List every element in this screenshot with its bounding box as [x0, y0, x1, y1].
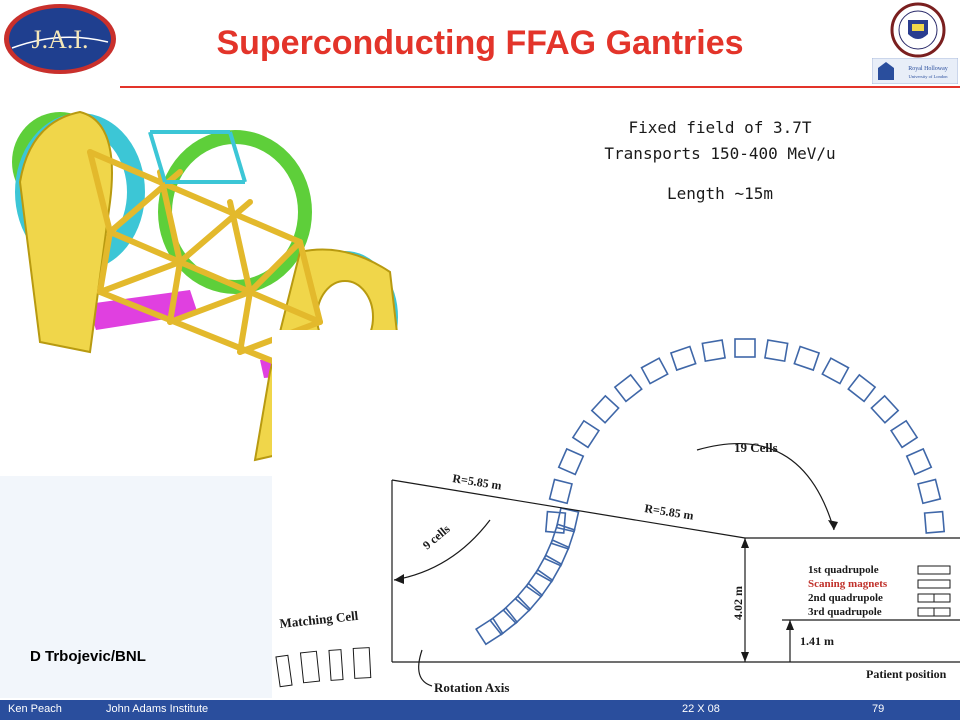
- magnet-cell: [557, 447, 585, 476]
- legend-item-4: 3rd quadrupole: [808, 606, 882, 618]
- rhul-logo-name: Royal Holloway: [908, 66, 948, 72]
- magnet-cell: [821, 357, 850, 385]
- magnet-cell: [543, 539, 570, 567]
- slide-title: Superconducting FFAG Gantries: [216, 24, 744, 62]
- rhul-logo-sub: University of London: [909, 74, 949, 79]
- magnet-cell: [502, 595, 532, 625]
- jai-logo-text: J.A.I.: [31, 25, 88, 54]
- field-strength-text: Fixed field of 3.7T: [628, 118, 812, 137]
- magnet-cell: [640, 357, 669, 385]
- matching-cell-boxes: [275, 647, 372, 688]
- magnet-cell: [571, 419, 601, 449]
- legend-symbols: [917, 565, 951, 617]
- magnet-cell: [793, 345, 821, 372]
- gantry-schematic-diagram: 19 Cells R=5.85 m R=5.85 m 9 cells 4.02 …: [272, 330, 960, 698]
- magnet-cell: [525, 568, 554, 598]
- gantry-support-leg: [18, 110, 113, 354]
- offset-label: 1.41 m: [800, 634, 834, 648]
- magnet-cell: [734, 338, 756, 358]
- magnet-cell: [917, 478, 942, 505]
- oxford-crest-icon: [890, 2, 946, 58]
- legend-item-1: 1st quadrupole: [808, 564, 879, 576]
- rotation-axis-label: Rotation Axis: [434, 680, 509, 695]
- title-underline: [120, 86, 960, 88]
- footer-institute: John Adams Institute: [106, 703, 209, 715]
- patient-position-label: Patient position: [866, 667, 947, 681]
- magnet-cell: [889, 419, 919, 449]
- jai-logo: J.A.I.: [4, 4, 116, 74]
- magnet-cell: [701, 339, 726, 363]
- magnet-cell: [905, 447, 933, 476]
- magnet-cell: [870, 394, 900, 424]
- magnet-cell: [475, 617, 504, 646]
- lower-left-background: [0, 476, 272, 698]
- magnet-cell: [669, 345, 697, 372]
- royal-holloway-logo: Royal Holloway University of London: [872, 58, 958, 84]
- energy-range-text: Transports 150-400 MeV/u: [604, 144, 836, 163]
- gantry-truss-frame: [87, 149, 323, 375]
- nine-cells-arc: [393, 519, 491, 581]
- magnet-cell: [613, 373, 643, 403]
- magnet-cell: [548, 478, 573, 505]
- radius-line: [391, 479, 746, 539]
- magnet-cells-band: [475, 338, 946, 646]
- footer-date: 22 X 08: [682, 703, 720, 715]
- footer-page-number: 79: [872, 703, 885, 715]
- magnet-cell: [590, 394, 620, 424]
- magnet-cell: [514, 582, 544, 612]
- magnet-cell: [489, 606, 519, 636]
- magnet-cell: [847, 373, 877, 403]
- footer-author: Ken Peach: [8, 703, 62, 715]
- gantry-top-frame: [148, 130, 247, 184]
- magnet-cell: [555, 507, 580, 533]
- nineteen-cells-arc: [696, 443, 835, 531]
- magnet-cell: [534, 554, 563, 583]
- legend-item-2: Scaning magnets: [808, 578, 888, 590]
- magnet-cell: [923, 510, 946, 534]
- magnet-cell: [764, 339, 789, 363]
- nineteen-cells-label: 19 Cells: [734, 440, 778, 455]
- length-text: Length ~15m: [667, 184, 773, 203]
- footer-bar: [0, 700, 960, 720]
- height-label: 4.02 m: [731, 586, 745, 620]
- credit-label: D Trbojevic/BNL: [30, 648, 146, 665]
- magnet-cell: [550, 523, 576, 550]
- legend-item-3: 2nd quadrupole: [808, 592, 883, 604]
